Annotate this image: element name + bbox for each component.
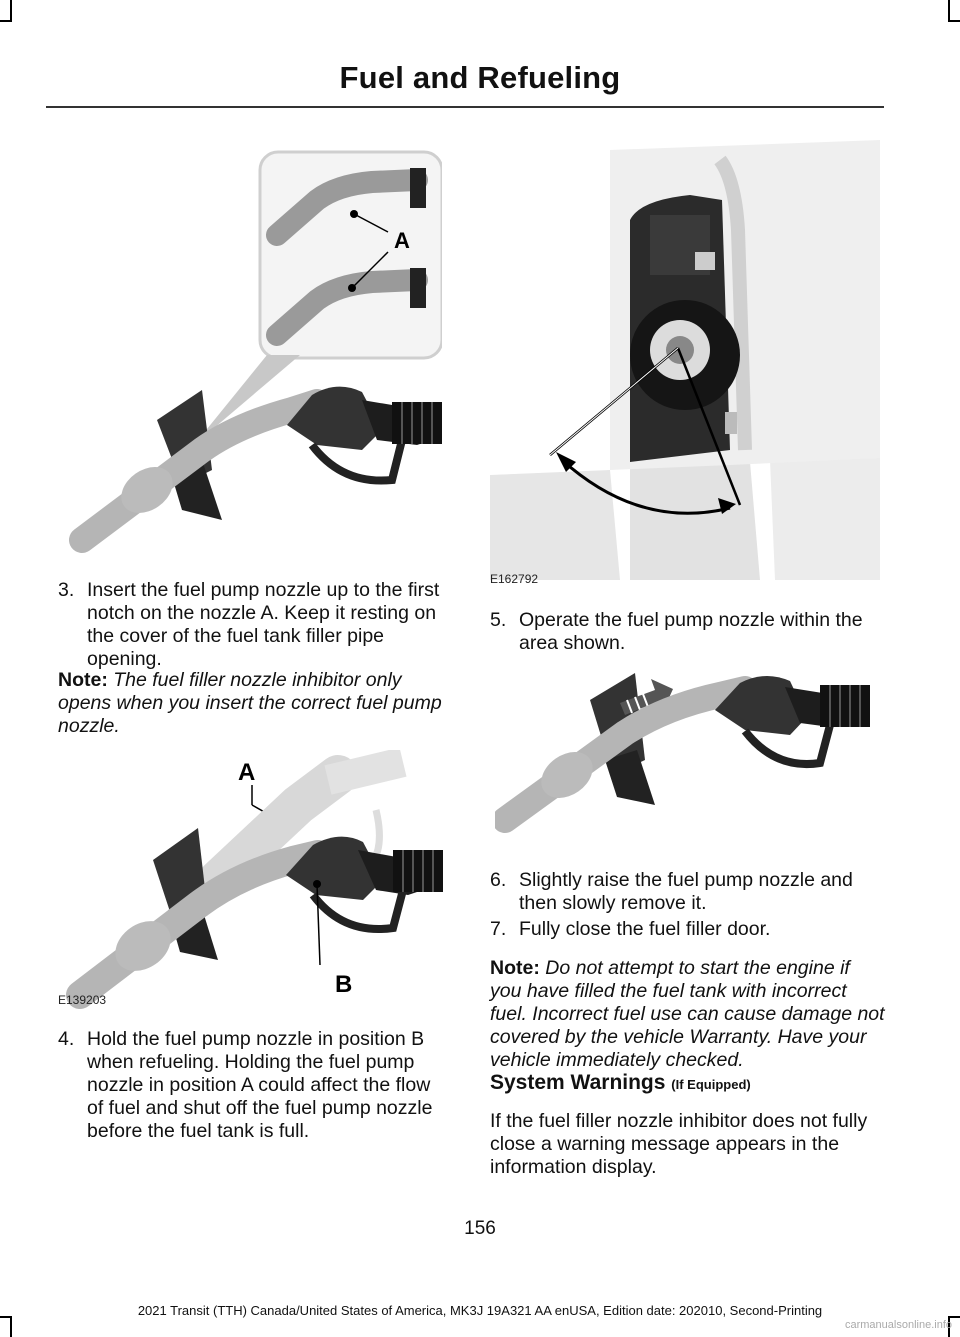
step-text: Slightly raise the fuel pump nozzle and … [519,869,853,914]
step-number: 4. [58,1028,75,1050]
callout-b: B [335,971,352,998]
callout-a: A [238,759,255,786]
crop-mark [948,20,960,22]
note-label: Note: [490,957,540,979]
header-divider [46,106,884,108]
crop-mark [948,0,950,20]
note-label: Note: [58,669,108,691]
step-number: 6. [490,869,507,891]
page-number: 156 [464,1218,496,1239]
crop-mark [948,1316,960,1318]
figure-nozzle-notch: A [62,140,442,560]
callout-a: A [394,228,410,253]
figure-remove-nozzle [495,665,870,835]
crop-mark [10,1317,12,1337]
note-text: The fuel filler nozzle inhibitor only op… [58,669,442,737]
step-number: 7. [490,918,507,940]
step-7: 7. Fully close the fuel filler door. [490,918,890,941]
step-5: 5. Operate the fuel pump nozzle within t… [490,609,880,655]
crop-mark [10,0,12,20]
step-text: Hold the fuel pump nozzle in position B … [87,1028,433,1142]
crop-mark [948,1317,950,1337]
warning-paragraph: If the fuel filler nozzle inhibitor does… [490,1110,868,1178]
step-text: Operate the fuel pump nozzle within the … [519,609,863,654]
page-title: Fuel and Refueling [339,60,621,95]
step-4: 4. Hold the fuel pump nozzle in position… [58,1028,450,1143]
figure-operating-area: E162792 [490,140,880,586]
crop-mark [0,1316,12,1318]
step-number: 5. [490,609,507,631]
step-text: Fully close the fuel filler door. [519,918,771,940]
watermark: carmanualsonline.info [844,1319,952,1331]
section-suffix: (If Equipped) [671,1077,751,1092]
note-text: Do not attempt to start the engine if yo… [490,957,885,1071]
step-3: 3. Insert the fuel pump nozzle up to the… [58,579,448,671]
step-text: Insert the fuel pump nozzle up to the fi… [87,579,440,670]
note-inhibitor: Note: The fuel filler nozzle inhibitor o… [58,669,454,738]
section-title: System Warnings [490,1071,666,1094]
step-6: 6. Slightly raise the fuel pump nozzle a… [490,869,890,915]
crop-mark [0,20,12,22]
footer-text: 2021 Transit (TTH) Canada/United States … [137,1303,823,1318]
figure-code: E162792 [490,572,539,586]
figure-nozzle-positions: A B E139203 [58,750,443,1010]
step-number: 3. [58,579,75,601]
figure-code: E139203 [58,993,107,1007]
note-incorrect-fuel: Note: Do not attempt to start the engine… [490,957,886,1072]
section-heading: System Warnings (If Equipped) [490,1071,751,1095]
